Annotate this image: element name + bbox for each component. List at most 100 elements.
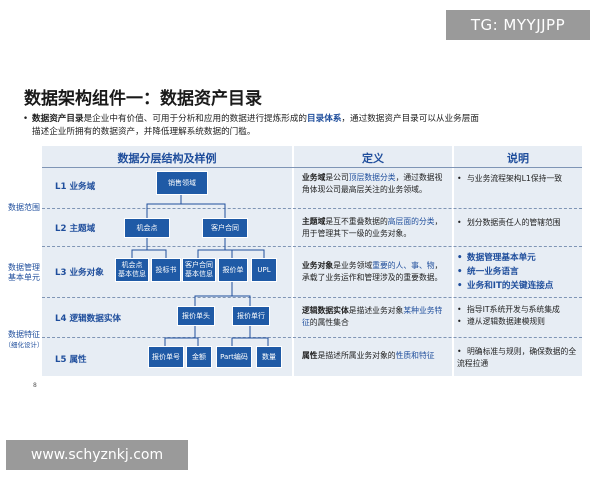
row-divider [42,297,582,298]
header-structure: 数据分层结构及样例 [117,152,217,165]
def-text: ，用于管理其下一级的业务对象。 [302,217,443,238]
row-divider [42,208,582,209]
explanation-l1: • 与业务流程架构L1保持一致 [457,173,581,185]
node-quote-header: 报价单头 [177,306,215,326]
bullet-icon: • [457,281,463,291]
def-text: 是公司 [325,173,349,182]
side-label-feature: 数据特征 （细化设计） [2,330,46,350]
exp-item: • 业务和IT的关键连接点 [457,279,581,293]
exp-item: • 遵从逻辑数据建模规则 [457,316,581,328]
intro-highlight: 目录体系 [307,114,342,124]
level-label-l4: L4 逻辑数据实体 [55,314,122,324]
def-text: 的属性集合 [309,318,349,327]
exp-text: 数据管理基本单元 [467,253,536,263]
def-highlight: 高层面的分类 [387,217,435,226]
node-tender: 投标书 [151,258,181,282]
exp-item: • 指导IT系统开发与系统集成 [457,304,581,316]
node-sales-domain: 销售领域 [156,171,208,195]
bullet-icon: • [457,174,462,183]
def-highlight: 重要的人、事、物 [372,261,435,270]
definition-l3: 业务对象是业务领域重要的人、事、物，承载了业务运作和管理涉及的重要数据。 [302,260,448,284]
watermark-top: TG: MYYJJPP [446,10,590,40]
bullet-icon: • [457,253,463,263]
definition-l1: 业务域是公司顶层数据分类，通过数据视角体现公司最高层关注的业务领域。 [302,172,448,196]
node-contract-info-2: 基本信息 [185,270,213,278]
explanation-l3: • 数据管理基本单元 • 统一业务语言 • 业务和IT的关键连接点 [457,251,581,293]
bullet-icon: • [457,267,463,277]
node-quantity: 数量 [256,346,282,368]
side-label-feature-1: 数据特征 [8,330,40,339]
node-contract-info-1: 客户合同 [185,261,213,269]
def-term: 逻辑数据实体 [302,306,349,315]
side-label-mgmt: 数据管理 基本单元 [4,263,44,283]
exp-text: 统一业务语言 [467,267,519,277]
header-divider [42,167,582,168]
def-highlight: 某种业务特征 [302,306,443,327]
bullet-icon: • [23,114,29,124]
side-label-scope: 数据范围 [8,203,40,212]
def-text: 是互不重叠数据的 [325,217,388,226]
def-text: 是描述所属业务对象的 [317,351,396,360]
header-explanation: 说明 [507,152,529,165]
exp-item: • 统一业务语言 [457,265,581,279]
header-definition: 定义 [362,152,384,165]
level-label-l2: L2 主题域 [55,224,96,234]
node-quote-number: 报价单号 [148,346,184,368]
intro-line2: 描述企业所拥有的数据资产，并降低理解系统数据的门槛。 [32,127,256,137]
page-number: 8 [33,382,37,389]
exp-text: 遵从逻辑数据建模规则 [467,317,545,326]
node-customer-contract: 客户合同 [202,218,248,238]
def-term: 业务域 [302,173,326,182]
bullet-icon: • [457,305,462,314]
row-divider [42,337,582,338]
side-label-mgmt-1: 数据管理 [8,263,40,272]
def-text: ，通过数据视角体现公司最高层关注的业务领域。 [302,173,443,194]
node-opportunity-info-2: 基本信息 [118,270,146,278]
def-highlight: 顶层数据分类 [348,173,396,182]
exp-text: 划分数据责任人的管辖范围 [467,218,561,227]
def-text: 是业务领域 [333,261,373,270]
intro-paragraph: • 数据资产目录是企业中有价值、可用于分析和应用的数据进行提炼形成的目录体系，通… [23,113,580,139]
row-divider [42,246,582,247]
node-opportunity-info-1: 机会点 [121,261,143,269]
side-label-feature-2: （细化设计） [4,341,44,349]
definition-l4: 逻辑数据实体是描述业务对象某种业务特征的属性集合 [302,305,448,329]
bullet-icon: • [457,218,462,227]
intro-text-end: ，通过数据资产目录可以从业务层面 [341,114,479,124]
def-term: 主题域 [302,217,326,226]
def-text: ，承载了业务运作和管理涉及的重要数据。 [302,261,443,282]
def-text: 是描述业务对象 [348,306,404,315]
node-upl: UPL [251,258,277,282]
def-highlight: 性质和特征 [395,351,435,360]
explanation-l4: • 指导IT系统开发与系统集成 • 遵从逻辑数据建模规则 [457,304,581,328]
exp-text: 与业务流程架构L1保持一致 [467,174,563,183]
definition-l5: 属性是描述所属业务对象的性质和特征 [302,350,448,362]
level-label-l1: L1 业务域 [55,182,96,192]
node-quote-line: 报价单行 [232,306,270,326]
definition-l2: 主题域是互不重叠数据的高层面的分类，用于管理其下一级的业务对象。 [302,216,448,240]
level-label-l5: L5 属性 [55,355,87,365]
exp-item: • 数据管理基本单元 [457,251,581,265]
explanation-l5: •明确标准与规则，确保数据的全流程拉通 [457,346,581,370]
exp-text: 指导IT系统开发与系统集成 [467,305,560,314]
exp-text: 明确标准与规则，确保数据的全流程拉通 [457,347,577,368]
page-title: 数据架构组件一：数据资产目录 [24,89,262,109]
def-term: 业务对象 [302,261,334,270]
level-label-l3: L3 业务对象 [55,268,104,278]
node-quote: 报价单 [218,258,248,282]
node-amount: 金额 [186,346,212,368]
intro-text: 是企业中有价值、可用于分析和应用的数据进行提炼形成的 [83,114,308,124]
side-label-mgmt-2: 基本单元 [8,273,40,282]
intro-keyword: 数据资产目录 [32,114,84,124]
node-contract-info: 客户合同 基本信息 [182,258,216,282]
bullet-icon: • [457,347,462,356]
bullet-icon: • [457,317,462,326]
def-term: 属性 [302,351,318,360]
node-opportunity: 机会点 [124,218,170,238]
watermark-bottom: www.schyznkj.com [6,440,188,470]
node-part-number: Part编码 [216,346,252,368]
exp-text: 业务和IT的关键连接点 [467,281,554,291]
explanation-l2: • 划分数据责任人的管辖范围 [457,217,581,229]
node-opportunity-info: 机会点 基本信息 [115,258,149,282]
